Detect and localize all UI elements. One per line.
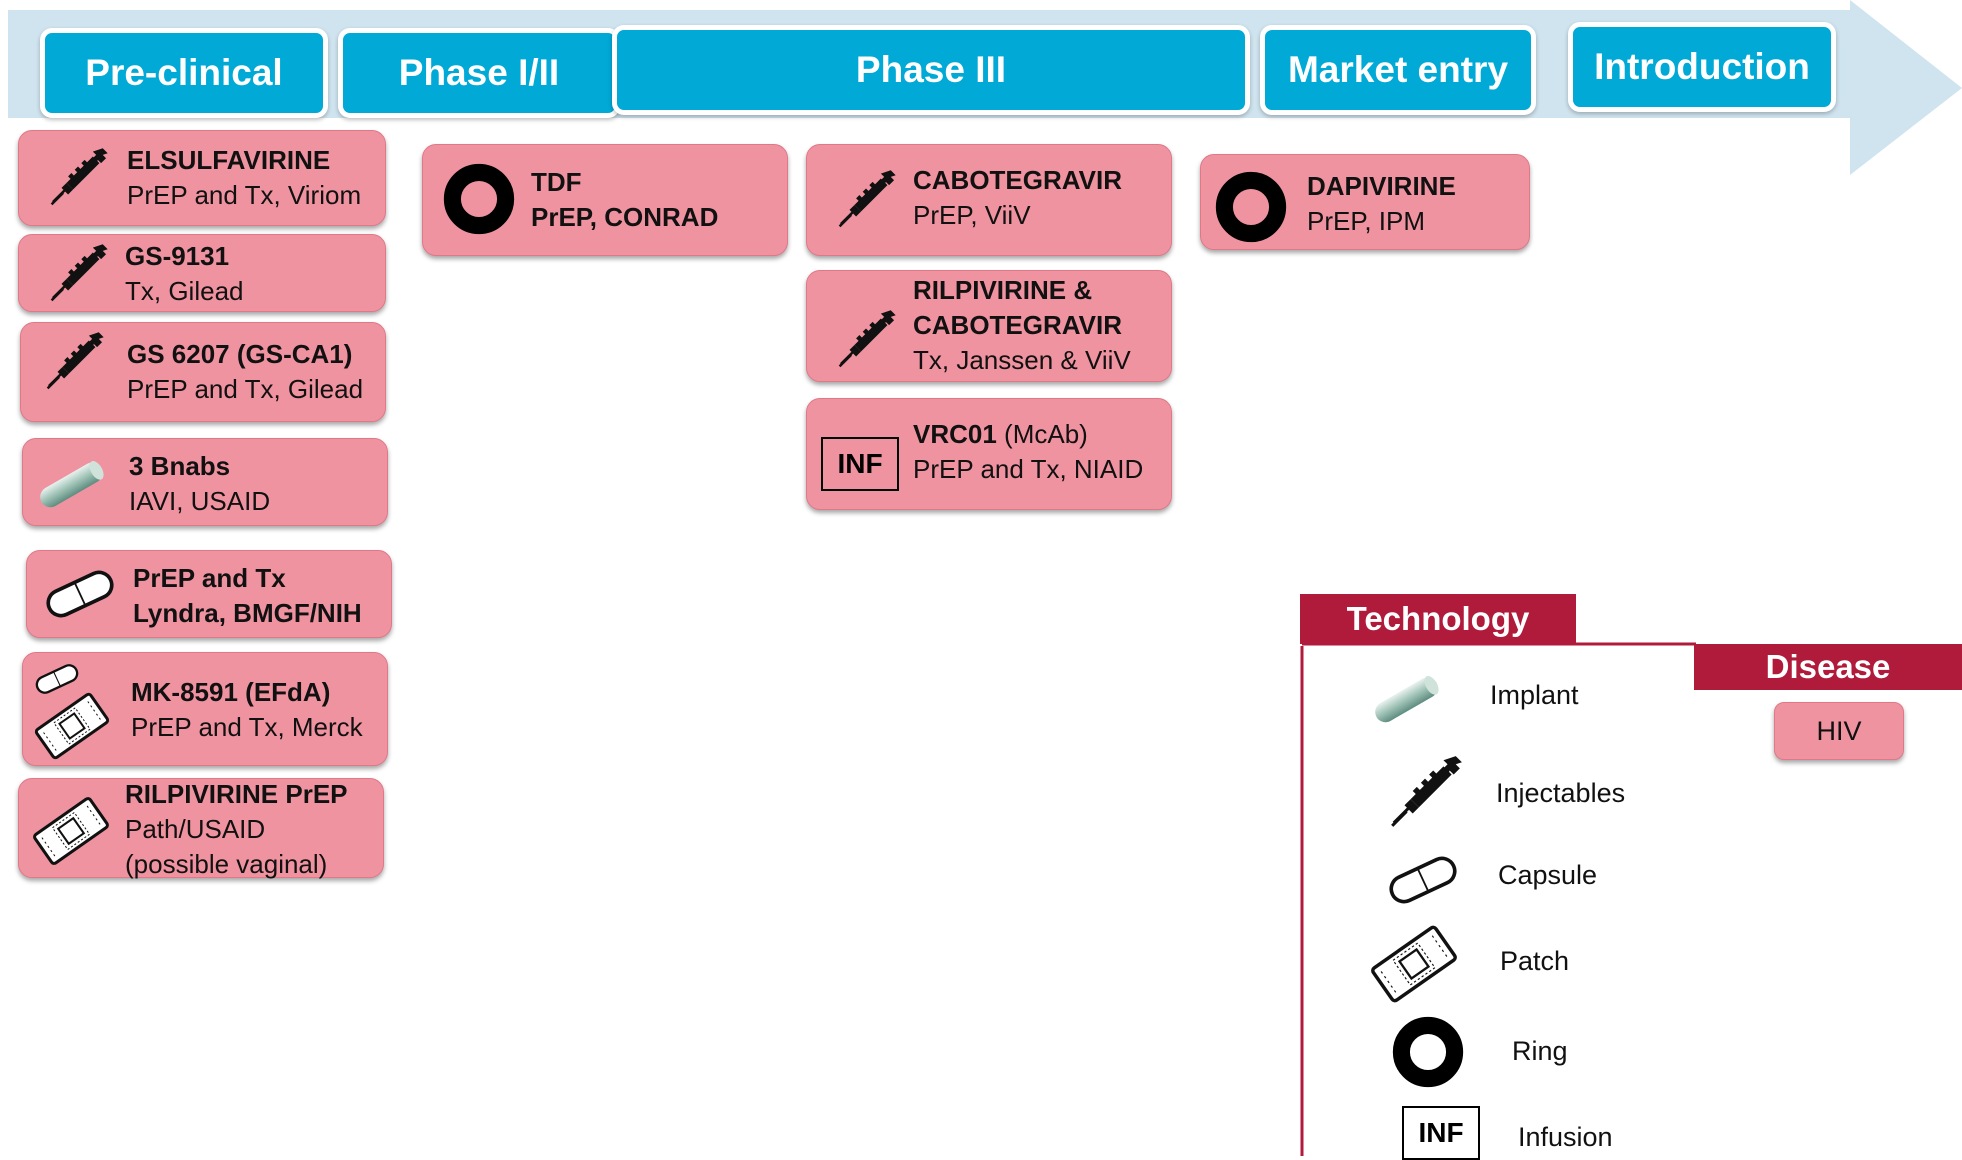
card-title: 3 Bnabs — [129, 451, 231, 481]
card-detail: IAVI, USAID — [129, 486, 271, 516]
card-rilpivirine-prep: RILPIVIRINE PrEP Path/USAID (possible va… — [18, 778, 384, 879]
legend-label-ring: Ring — [1512, 1036, 1568, 1066]
card-detail: PrEP and Tx, Viriom — [127, 180, 362, 210]
injectable-icon — [833, 167, 899, 233]
card-title: CABOTEGRAVIR — [913, 165, 1122, 195]
card-detail: PrEP and Tx, Merck — [131, 712, 363, 742]
injectable-icon — [41, 329, 107, 395]
phase-3: Phase III — [612, 25, 1250, 115]
card-detail: PrEP and Tx, NIAID — [913, 454, 1144, 484]
implant-icon — [29, 451, 113, 517]
patch-icon — [1362, 912, 1466, 1016]
legend-label-capsule: Capsule — [1498, 860, 1598, 890]
card-title: GS 6207 (GS-CA1) — [127, 339, 353, 369]
card-detail: PrEP, IPM — [1307, 206, 1426, 236]
legend-label-injectables: Injectables — [1496, 778, 1626, 808]
injectable-icon — [1384, 752, 1466, 834]
card-detail: PrEP, CONRAD — [531, 202, 719, 232]
card-title: RILPIVIRINE & — [913, 275, 1093, 305]
card-lyndra: PrEP and Tx Lyndra, BMGF/NIH — [26, 550, 392, 638]
phase-market-entry: Market entry — [1260, 25, 1536, 115]
card-mk-8591: MK-8591 (EFdA) PrEP and Tx, Merck — [22, 652, 388, 766]
card-detail: Tx, Janssen & ViiV — [913, 345, 1131, 375]
legend-disease-hiv: HIV — [1774, 702, 1904, 760]
ring-icon — [441, 161, 517, 237]
injectable-icon — [45, 145, 111, 211]
legend-technology-title: Technology — [1300, 594, 1576, 644]
phase-introduction: Introduction — [1568, 22, 1836, 112]
card-rilpivirine-cabotegravir: RILPIVIRINE & CABOTEGRAVIR Tx, Janssen &… — [806, 270, 1172, 382]
ring-icon — [1213, 169, 1289, 245]
card-title: ELSULFAVIRINE — [127, 145, 331, 175]
implant-icon — [1364, 664, 1448, 734]
patch-icon — [27, 681, 117, 771]
card-cabotegravir: CABOTEGRAVIR PrEP, ViiV — [806, 144, 1172, 256]
card-title: TDF — [531, 167, 582, 197]
injectable-icon — [833, 307, 899, 373]
card-detail: PrEP and Tx, Gilead — [127, 374, 364, 404]
card-3-bnabs: 3 Bnabs IAVI, USAID — [22, 438, 388, 526]
card-detail: Tx, Gilead — [125, 276, 244, 306]
legend-disease-title: Disease — [1694, 644, 1962, 690]
legend-label-patch: Patch — [1500, 946, 1570, 976]
phase-1-2: Phase I/II — [338, 28, 620, 118]
legend-label-infusion: Infusion — [1518, 1122, 1613, 1152]
card-vrc01: INF VRC01 (McAb) PrEP and Tx, NIAID — [806, 398, 1172, 510]
infusion-icon: INF — [821, 437, 899, 491]
card-title: MK-8591 (EFdA) — [131, 677, 331, 707]
card-detail: (possible vaginal) — [125, 849, 328, 879]
infusion-icon: INF — [1402, 1106, 1480, 1160]
card-detail: PrEP, ViiV — [913, 200, 1031, 230]
capsule-icon — [39, 565, 121, 623]
card-title: PrEP and Tx — [133, 563, 286, 593]
injectable-icon — [45, 241, 111, 307]
phase-preclinical: Pre-clinical — [40, 28, 328, 118]
capsule-icon — [1382, 848, 1464, 912]
ring-icon — [1390, 1014, 1466, 1090]
card-gs-9131: GS-9131 Tx, Gilead — [18, 234, 386, 312]
card-detail: Path/USAID — [125, 814, 266, 844]
card-gs-6207: GS 6207 (GS-CA1) PrEP and Tx, Gilead — [20, 322, 386, 422]
patch-icon — [25, 785, 117, 877]
card-title: RILPIVIRINE PrEP — [125, 779, 348, 809]
card-dapivirine: DAPIVIRINE PrEP, IPM — [1200, 154, 1530, 250]
card-tdf: TDF PrEP, CONRAD — [422, 144, 788, 256]
card-elsulfavirine: ELSULFAVIRINE PrEP and Tx, Viriom — [18, 130, 386, 226]
legend-label-implant: Implant — [1490, 680, 1579, 710]
card-title: DAPIVIRINE — [1307, 171, 1456, 201]
card-detail: Lyndra, BMGF/NIH — [133, 598, 362, 628]
card-title: GS-9131 — [125, 241, 230, 271]
card-title: CABOTEGRAVIR — [913, 310, 1122, 340]
card-title: VRC01 (McAb) — [913, 419, 1088, 449]
legend-frame — [1300, 642, 1696, 1156]
